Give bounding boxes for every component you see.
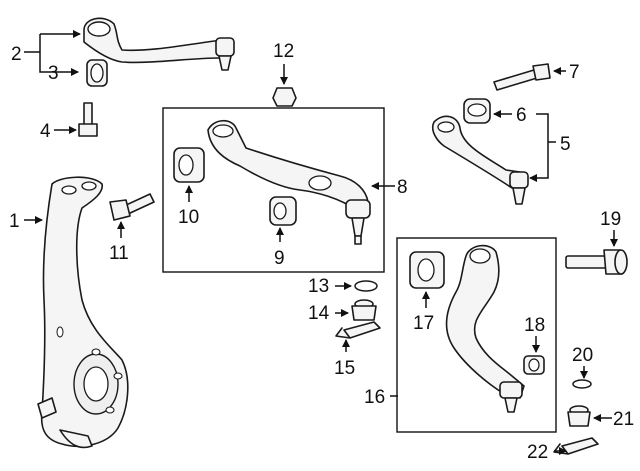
bolt-4 (78, 102, 98, 137)
callout-13: 13 (308, 276, 329, 297)
callout-19: 19 (600, 209, 621, 230)
callout-7: 7 (569, 62, 580, 83)
callout-20: 20 (572, 345, 593, 366)
callout-10: 10 (178, 207, 199, 228)
lower-control-arm-16 (445, 244, 525, 413)
callout-6: 6 (516, 105, 527, 126)
upper-control-arm-left (83, 17, 235, 71)
steering-knuckle-1 (37, 176, 129, 449)
leader-lines (24, 30, 618, 455)
upper-control-arm-right (431, 115, 529, 205)
bushing-18 (523, 355, 545, 375)
callout-2: 2 (11, 44, 22, 65)
lower-control-arm-8 (207, 119, 371, 245)
callout-9: 9 (274, 248, 285, 269)
callout-5: 5 (560, 134, 571, 155)
callout-12: 12 (273, 41, 294, 62)
callout-4: 4 (40, 121, 51, 142)
callout-17: 17 (413, 313, 434, 334)
bolt-7 (493, 63, 551, 91)
callout-1: 1 (9, 211, 20, 232)
nut-21 (567, 405, 591, 427)
callout-11: 11 (109, 243, 129, 264)
washer-13 (354, 280, 378, 292)
callout-16: 16 (364, 387, 385, 408)
group-box-16 (396, 237, 557, 433)
nut-12 (272, 87, 297, 107)
callout-22: 22 (527, 442, 548, 463)
callout-labels: 1 2 3 4 5 6 7 8 9 10 11 12 13 14 15 16 1… (9, 41, 634, 463)
nut-14 (351, 299, 377, 321)
bushing-10 (173, 147, 205, 183)
bolt-19 (565, 249, 628, 275)
bushing-3 (86, 59, 108, 87)
callout-14: 14 (308, 303, 330, 324)
callout-3: 3 (48, 63, 59, 84)
bushing-6 (463, 98, 491, 124)
washer-20 (572, 379, 592, 389)
callout-8: 8 (397, 177, 408, 198)
callout-21: 21 (613, 409, 634, 430)
bushing-9 (269, 196, 297, 226)
cotter-pin-15 (335, 321, 381, 339)
bolt-11 (109, 193, 155, 221)
callout-18: 18 (524, 315, 545, 336)
callout-15: 15 (334, 358, 355, 379)
group-box-8 (162, 107, 385, 273)
bushing-17 (409, 251, 445, 289)
